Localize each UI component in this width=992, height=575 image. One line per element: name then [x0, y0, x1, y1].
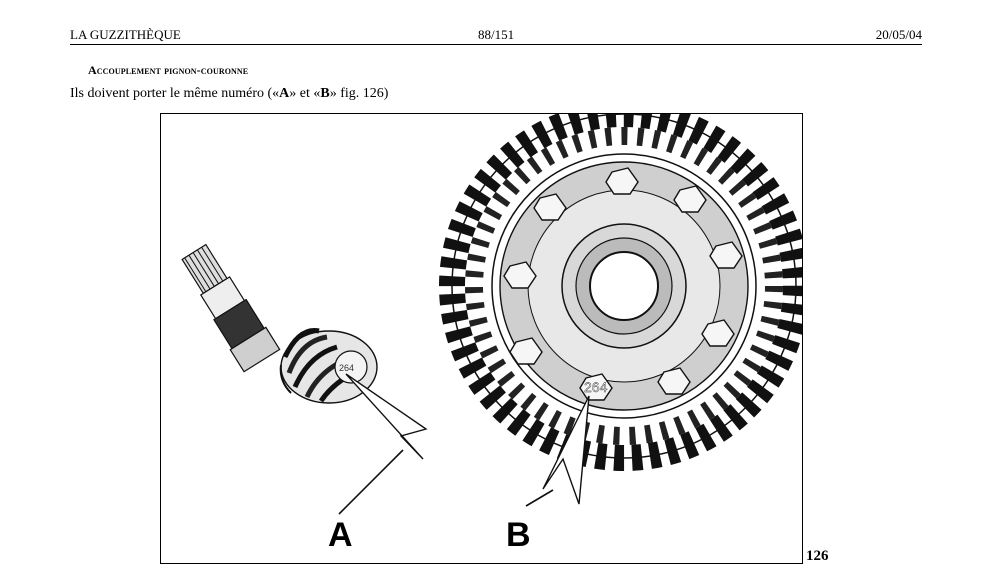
header-date: 20/05/04 [875, 27, 922, 42]
ring-number-label: 264 [584, 379, 608, 395]
gear-illustration: 264 [181, 114, 802, 554]
leader-line-b [525, 489, 554, 507]
pointer-arrow-b [542, 395, 590, 505]
header-title: LA GUZZITHÈQUE [70, 27, 181, 42]
figure-label-b: B [506, 516, 531, 554]
section-title: Accouplement pignon-couronne [88, 63, 249, 77]
caption-label-a: A [279, 86, 290, 101]
pointer-arrow-a [345, 373, 428, 460]
caption-part: » et « [289, 86, 321, 101]
caption-label-b: B [320, 86, 330, 101]
figure-label-a: A [328, 516, 353, 554]
leader-line-a [338, 449, 404, 515]
figure-126: 264 [160, 113, 803, 564]
ring-gear-drawing: 264 [439, 114, 802, 471]
page-counter: 88/151 [478, 27, 515, 42]
caption-part: Ils doivent porter le même numéro (« [70, 86, 280, 101]
figure-number: 126 [806, 548, 829, 564]
caption-text: Ils doivent porter le même numéro («A» e… [70, 86, 388, 102]
caption-part: » fig. 126) [329, 86, 389, 101]
page-header: LA GUZZITHÈQUE 88/151 20/05/04 [70, 26, 922, 45]
pinion-number-label: 264 [339, 363, 354, 373]
pinion-gear-drawing: 264 [181, 243, 378, 404]
